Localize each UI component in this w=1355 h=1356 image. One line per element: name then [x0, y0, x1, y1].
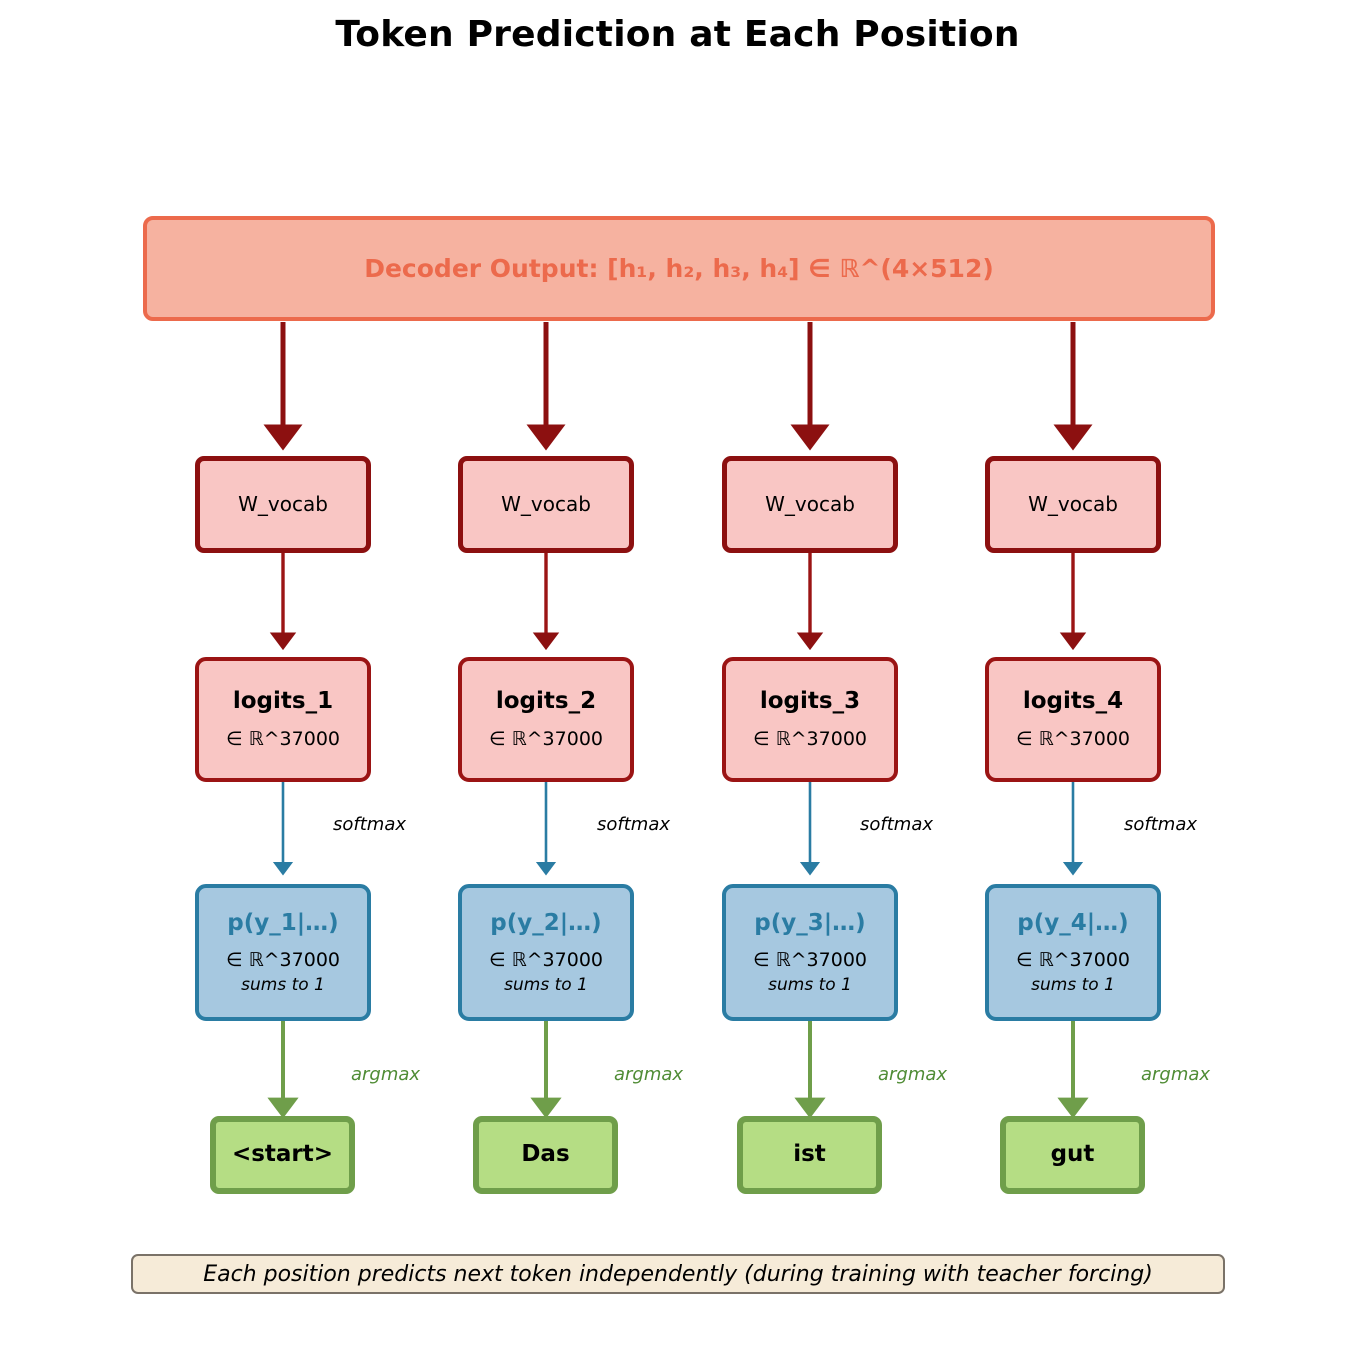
prob-note-4: sums to 1 [1031, 975, 1115, 996]
argmax-label-3: argmax [878, 1064, 948, 1085]
softmax-label-2: softmax [597, 814, 671, 835]
logits-name-2: logits_2 [495, 688, 597, 715]
logits-box-1: logits_1 ∈ ℝ^37000 [195, 657, 371, 782]
wvocab-box-3: W_vocab [722, 456, 898, 553]
footer-note-box: Each position predicts next token indepe… [131, 1254, 1225, 1294]
wvocab-label-3: W_vocab [765, 491, 855, 516]
token-box-4: gut [1000, 1116, 1145, 1194]
wvocab-label-2: W_vocab [501, 491, 591, 516]
argmax-label-4: argmax [1141, 1064, 1211, 1085]
logits-box-4: logits_4 ∈ ℝ^37000 [985, 657, 1161, 782]
logits-shape-2: ∈ ℝ^37000 [489, 728, 603, 751]
logits-name-1: logits_1 [232, 688, 334, 715]
token-box-3: ist [737, 1116, 882, 1194]
argmax-label-2: argmax [614, 1064, 684, 1085]
arrow-softmax-group [272, 782, 1084, 876]
softmax-label-3: softmax [860, 814, 934, 835]
decoder-output-box: Decoder Output: [h₁, h₂, h₃, h₄] ∈ ℝ^(4×… [143, 216, 1215, 321]
logits-shape-1: ∈ ℝ^37000 [226, 728, 340, 751]
wvocab-box-1: W_vocab [195, 456, 371, 553]
prob-shape-4: ∈ ℝ^37000 [1016, 948, 1130, 971]
token-box-2: Das [473, 1116, 618, 1194]
prob-name-4: p(y_4|…) [1017, 909, 1129, 936]
logits-box-2: logits_2 ∈ ℝ^37000 [458, 657, 634, 782]
token-label-1: <start> [231, 1141, 334, 1168]
wvocab-box-4: W_vocab [985, 456, 1161, 553]
prob-box-4: p(y_4|…) ∈ ℝ^37000 sums to 1 [985, 884, 1161, 1021]
arrow-argmax-group [267, 1021, 1089, 1119]
prob-box-2: p(y_2|…) ∈ ℝ^37000 sums to 1 [458, 884, 634, 1021]
prob-shape-2: ∈ ℝ^37000 [489, 948, 603, 971]
wvocab-label-4: W_vocab [1028, 491, 1118, 516]
prob-name-1: p(y_1|…) [227, 909, 339, 936]
softmax-label-1: softmax [333, 814, 407, 835]
prob-box-3: p(y_3|…) ∈ ℝ^37000 sums to 1 [722, 884, 898, 1021]
page-title: Token Prediction at Each Position [335, 14, 1020, 55]
footer-note-text: Each position predicts next token indepe… [203, 1261, 1153, 1287]
wvocab-label-1: W_vocab [238, 491, 328, 516]
logits-name-4: logits_4 [1022, 688, 1124, 715]
prob-note-3: sums to 1 [768, 975, 852, 996]
arrow-wvocab-to-logits-group [269, 553, 1087, 651]
logits-box-3: logits_3 ∈ ℝ^37000 [722, 657, 898, 782]
prob-shape-1: ∈ ℝ^37000 [226, 948, 340, 971]
logits-shape-4: ∈ ℝ^37000 [1016, 728, 1130, 751]
decoder-output-label: Decoder Output: [h₁, h₂, h₃, h₄] ∈ ℝ^(4×… [364, 253, 994, 283]
prob-name-2: p(y_2|…) [490, 909, 602, 936]
prob-note-2: sums to 1 [504, 975, 588, 996]
prob-shape-3: ∈ ℝ^37000 [753, 948, 867, 971]
logits-name-3: logits_3 [759, 688, 861, 715]
prob-name-3: p(y_3|…) [754, 909, 866, 936]
wvocab-box-2: W_vocab [458, 456, 634, 553]
logits-shape-3: ∈ ℝ^37000 [753, 728, 867, 751]
token-label-2: Das [521, 1141, 570, 1168]
token-label-4: gut [1050, 1141, 1095, 1168]
token-label-3: ist [793, 1141, 826, 1168]
arrow-decoder-to-wvocab-group [263, 322, 1093, 451]
softmax-label-4: softmax [1124, 814, 1198, 835]
token-box-1: <start> [210, 1116, 355, 1194]
prob-box-1: p(y_1|…) ∈ ℝ^37000 sums to 1 [195, 884, 371, 1021]
prob-note-1: sums to 1 [241, 975, 325, 996]
argmax-label-1: argmax [351, 1064, 421, 1085]
